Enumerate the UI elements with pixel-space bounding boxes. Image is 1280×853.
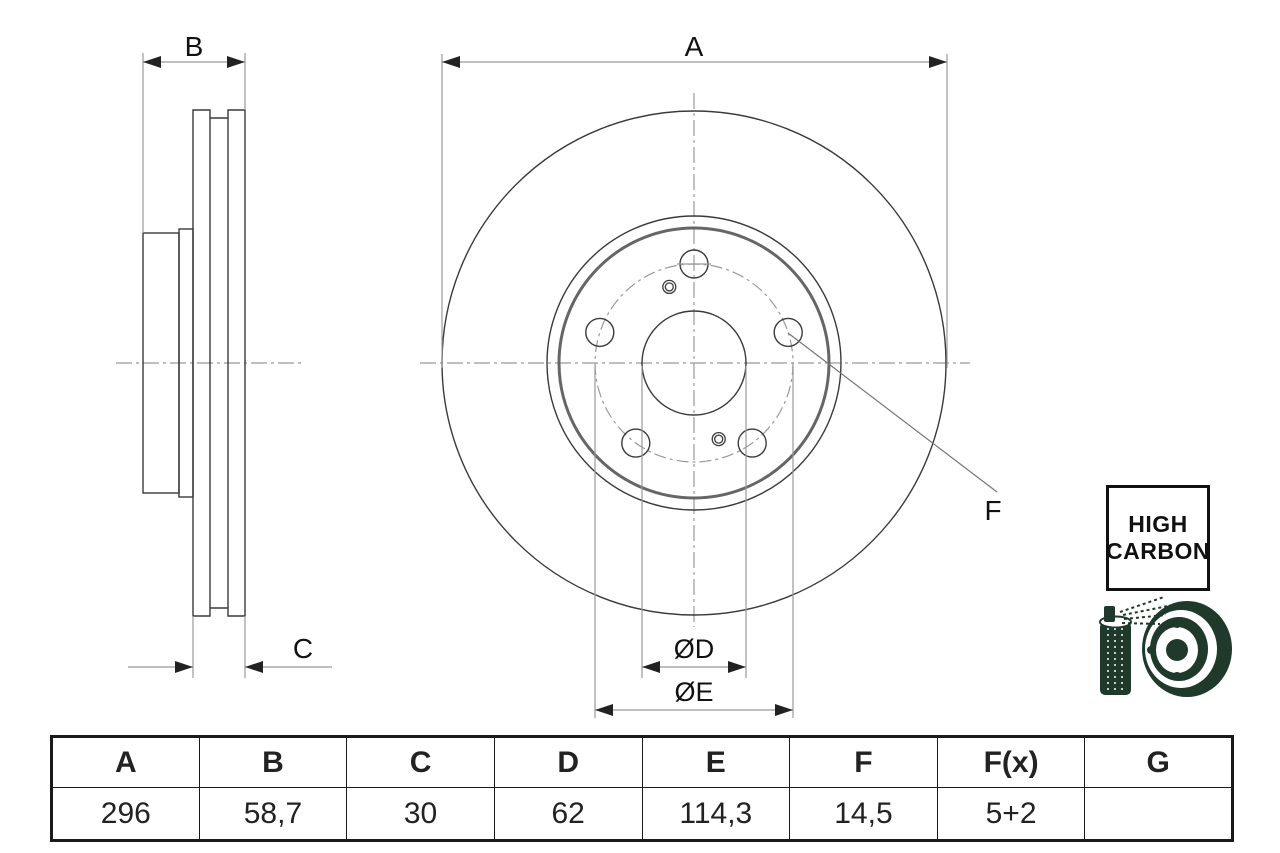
table-header-B: B — [198, 736, 348, 788]
table-header-C: C — [346, 736, 495, 788]
dimension-arrowheads — [143, 56, 947, 716]
hub-step-outline — [178, 228, 194, 498]
table-value-Fx: 5+2 — [936, 787, 1086, 841]
coated-disc-spray-icon — [1099, 596, 1232, 697]
set-screw-hole-inner — [714, 434, 724, 444]
dim-label-A: A — [685, 31, 704, 62]
table-value-C: 30 — [346, 787, 495, 841]
center-bore-circle — [641, 310, 747, 416]
high-carbon-badge-line1: HIGH — [1128, 511, 1188, 537]
high-carbon-badge: HIGH CARBON — [1106, 485, 1210, 591]
dimension-lines — [128, 61, 998, 711]
leader-line-F — [787, 332, 998, 493]
extension-lines — [142, 53, 948, 718]
bolt-hole — [585, 317, 615, 348]
table-header-A: A — [51, 736, 200, 788]
set-screw-hole-outer — [711, 431, 726, 447]
hat-edge-thick-circle — [557, 226, 831, 500]
set-screw-holes — [662, 279, 726, 447]
set-screw-hole-inner — [664, 282, 674, 292]
table-value-B: 58,7 — [198, 787, 348, 841]
table-header-G: G — [1084, 736, 1233, 788]
spray-can-texture — [1107, 628, 1123, 692]
bolt-hole — [737, 428, 767, 458]
set-screw-hole-outer — [662, 279, 677, 295]
centerlines — [116, 93, 970, 627]
table-header-E: E — [641, 736, 791, 788]
table-header-Fx: F(x) — [936, 736, 1086, 788]
table-value-D: 62 — [493, 787, 643, 841]
brake-disc-icon — [1142, 601, 1232, 697]
spray-can-icon — [1099, 596, 1169, 695]
dim-label-C: C — [293, 633, 313, 664]
dim-label-diameter-D: ØD — [674, 634, 715, 664]
bolt-hole — [621, 428, 651, 458]
table-value-F: 14,5 — [789, 787, 938, 841]
high-carbon-badge-line2: CARBON — [1106, 538, 1210, 564]
front-view — [441, 110, 947, 616]
table-value-E: 114,3 — [641, 787, 791, 841]
table-header-F: F — [789, 736, 938, 788]
table-value-A: 296 — [51, 787, 200, 841]
spray-mist — [1119, 596, 1169, 625]
friction-surface-inner-circle — [546, 215, 842, 511]
table-header-row: A B C D E F F(x) G — [51, 736, 1233, 788]
table-value-G — [1084, 787, 1233, 841]
dim-label-F: F — [984, 495, 1001, 526]
table-value-row: 296 58,7 30 62 114,3 14,5 5+2 — [51, 787, 1233, 841]
dim-label-B: B — [185, 31, 204, 62]
bolt-hole — [773, 317, 803, 348]
dimensions-table: A B C D E F F(x) G 296 58,7 30 62 114,3 … — [50, 735, 1234, 842]
dim-label-diameter-E: ØE — [674, 677, 713, 707]
dimension-labels: A B C ØD ØE F — [185, 31, 1002, 707]
table-header-D: D — [493, 736, 643, 788]
